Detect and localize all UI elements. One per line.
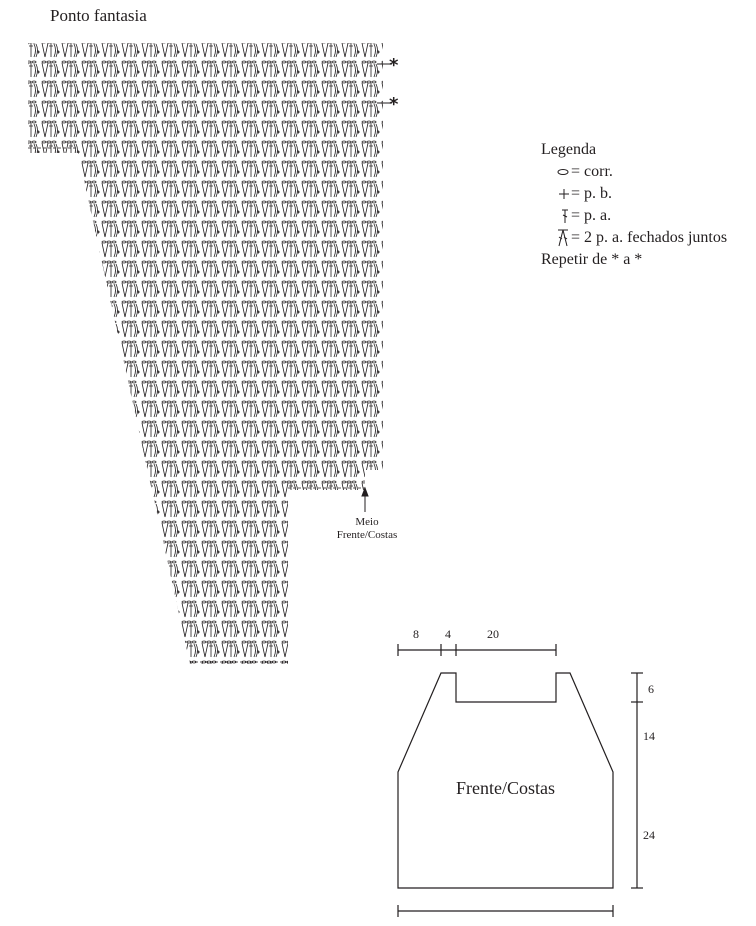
dim-side-middle: 14 — [643, 729, 655, 743]
treble-stitch-icon — [546, 208, 571, 224]
schematic-title: Frente/Costas — [456, 778, 555, 798]
chart-title: Ponto fantasia — [50, 6, 147, 25]
dim-side-top: 6 — [648, 682, 654, 696]
legend-item-single: = p. b. — [541, 183, 727, 205]
legend-title: Legenda — [541, 141, 597, 158]
two-treble-cluster-icon — [546, 229, 571, 247]
garment-outline — [397, 672, 614, 889]
legend-item-label: = p. b. — [571, 185, 613, 202]
legend-item-label: = p. a. — [571, 207, 612, 224]
center-marker-line1: Meio — [355, 516, 379, 528]
legend: Legenda = corr. = p. b. = p. a. = 2 p. a… — [541, 139, 727, 271]
legend-item-cluster: = 2 p. a. fechados juntos — [541, 227, 727, 249]
repeat-marker-top: * — [389, 55, 399, 76]
dim-top-middle: 4 — [445, 627, 451, 641]
repeat-marker-bottom: * — [389, 94, 399, 115]
dim-side-bottom: 24 — [643, 828, 655, 842]
center-marker-line2: Frente/Costas — [336, 529, 398, 541]
chain-oval-icon — [546, 167, 571, 177]
dim-top-left: 8 — [413, 627, 419, 641]
legend-item-label: = 2 p. a. fechados juntos — [571, 229, 728, 246]
legend-item-label: = corr. — [571, 163, 613, 180]
legend-item-treble: = p. a. — [541, 205, 727, 227]
center-marker-label: Meio Frente/Costas — [322, 516, 412, 542]
plus-icon — [546, 188, 571, 200]
legend-item-chain: = corr. — [541, 161, 727, 183]
stitch-grid — [28, 43, 383, 664]
legend-repeat-note: Repetir de * a * — [541, 251, 643, 268]
dim-top-right: 20 — [487, 627, 499, 641]
